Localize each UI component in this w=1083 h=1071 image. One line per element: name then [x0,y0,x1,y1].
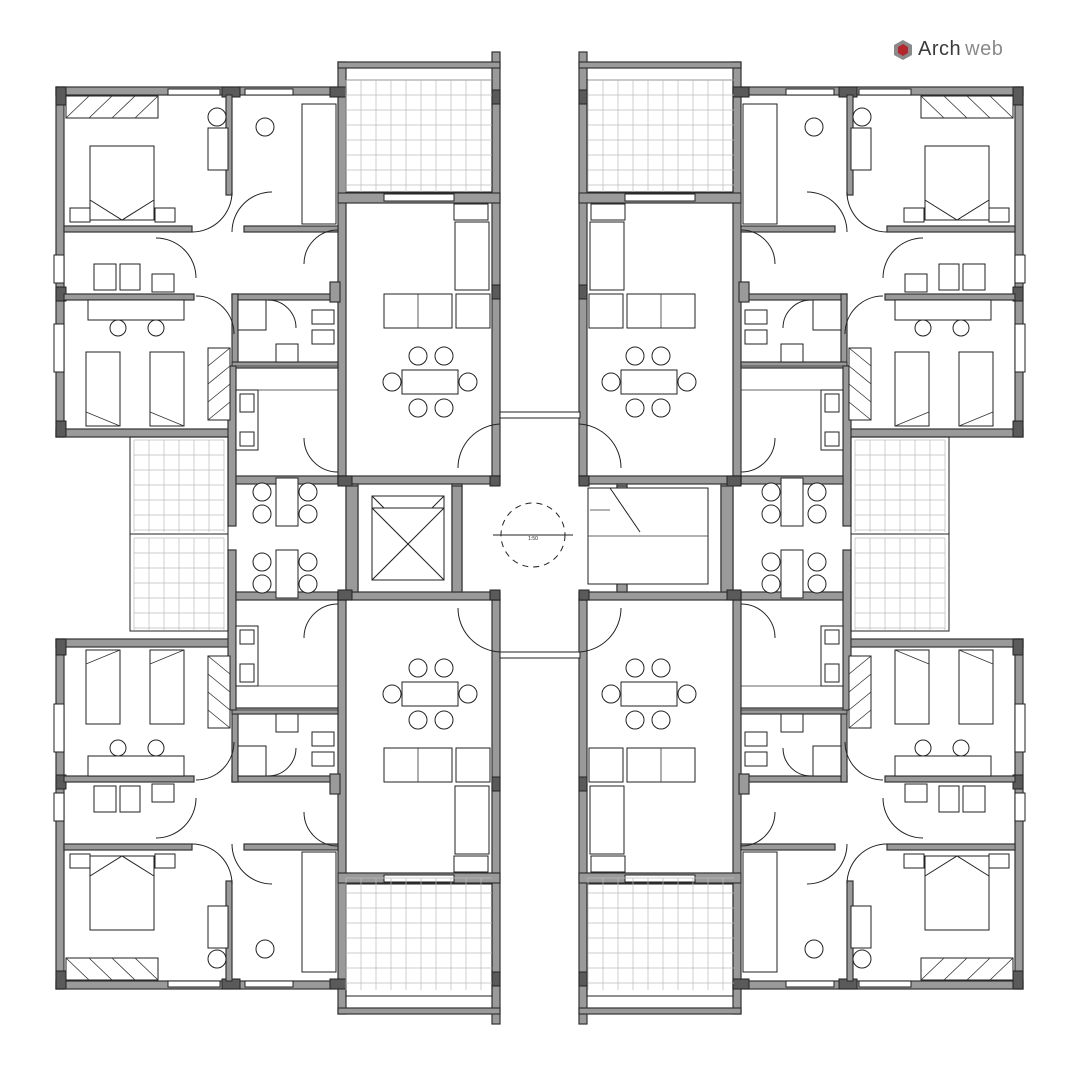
balcony-top [337,61,501,69]
shelf [311,309,335,325]
column [329,281,341,303]
staircase [587,487,709,585]
wall [243,225,339,233]
stove [239,431,255,447]
column [329,86,347,98]
scale-label: 1:50 [528,536,538,542]
window-top-1 [167,88,221,96]
nightstand [69,207,91,223]
double-bed [89,145,155,221]
column [55,86,67,106]
armchair [455,293,491,329]
brand-name-part2: web [965,38,1004,60]
wall-core-top [337,475,501,485]
wardrobe-row [65,95,159,119]
wall-inner-upper [337,61,347,477]
chair [109,319,127,337]
sink [239,393,255,413]
dining-table [401,369,459,395]
wardrobe [207,127,229,171]
shelf [311,329,335,345]
closet [275,343,299,363]
wall [63,293,195,301]
toilet [207,107,227,127]
balcony-window [383,193,455,202]
wardrobe-vertical [207,347,231,421]
side-balcony-right [850,436,950,632]
corridor-window-top [499,411,581,419]
window-left-2 [53,323,65,373]
column [491,89,501,105]
column [55,420,67,438]
balcony-tiles-top [345,79,493,193]
door-swing [191,191,233,233]
wall-core-upper [491,51,501,477]
window-top-2 [244,88,294,96]
brand-name-part1: Arch [918,38,962,60]
wall [231,293,239,367]
shelf [453,203,489,221]
window-left-1 [53,254,65,284]
corridor-window-bottom [499,651,581,659]
chair [147,319,165,337]
desk [87,299,185,321]
closet [237,299,267,331]
wall [231,293,339,301]
wall [63,225,193,233]
single-bed [149,351,185,427]
wall-bottom-upper-left [55,428,237,438]
washbasin [151,273,175,293]
closet [301,103,337,225]
left-wing [53,51,501,591]
wall [231,361,339,369]
sofa [454,221,490,291]
tile-grids [133,79,946,990]
sink [119,263,141,291]
nightstand [154,207,176,223]
toilet [255,117,275,137]
single-bed [85,351,121,427]
bathtub [93,263,117,291]
archweb-hexagon-icon [894,39,912,60]
side-balcony-left [129,436,229,632]
column [491,284,501,300]
lower-left-wing [53,485,501,1025]
kitchen-table [275,477,299,527]
